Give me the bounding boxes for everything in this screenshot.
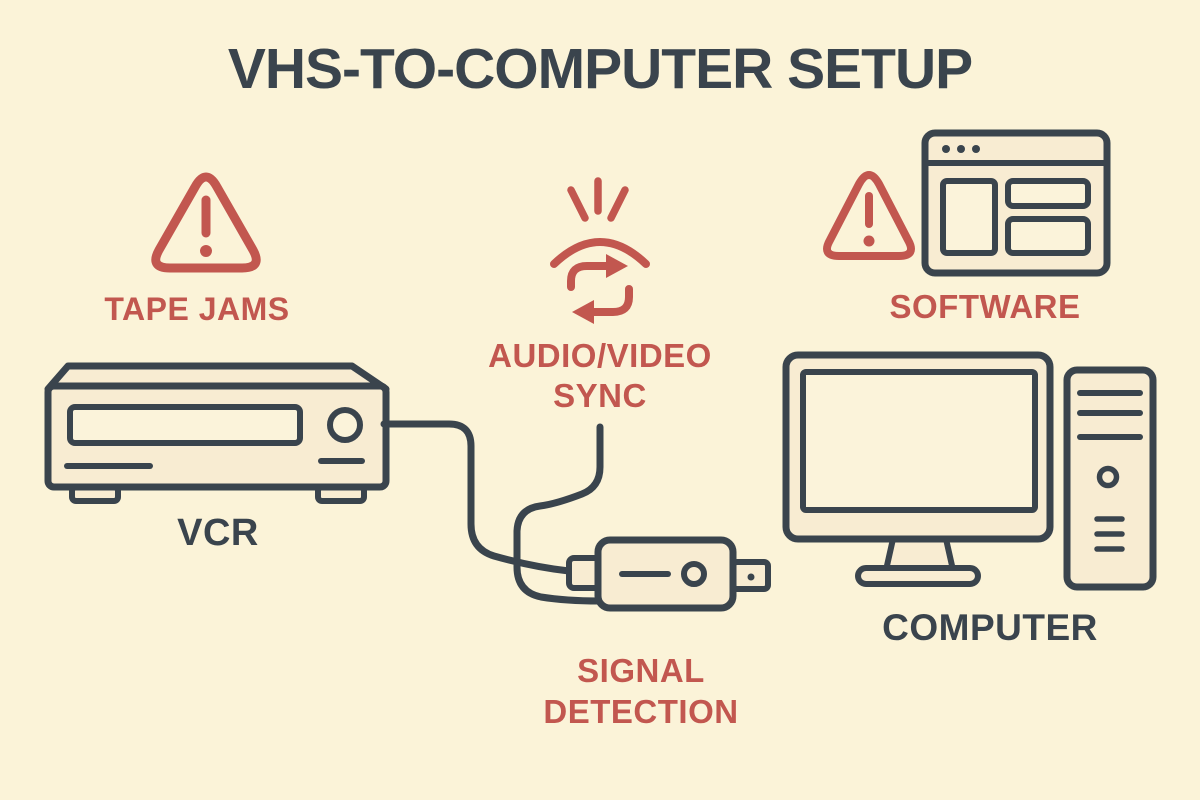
page-title: VHS-TO-COMPUTER SETUP [227, 37, 973, 101]
capture-device-illustration [566, 536, 771, 612]
computer-tower-illustration [1063, 366, 1157, 591]
computer-monitor-illustration [782, 351, 1054, 587]
warning-triangle-icon [823, 171, 915, 260]
cable-sync-to-capture [513, 423, 604, 605]
tape-jams-label: TAPE JAMS [104, 291, 290, 327]
browser-window-icon [921, 129, 1111, 277]
signal-detection-label: SIGNAL DETECTION [543, 652, 739, 730]
vcr-label: VCR [177, 512, 259, 554]
computer-label: COMPUTER [882, 607, 1098, 648]
software-label: SOFTWARE [889, 288, 1081, 325]
sync-arrows-icon [550, 177, 650, 324]
audio-video-sync-label: AUDIO/VIDEO SYNC [488, 337, 712, 414]
vcr-illustration [44, 362, 390, 504]
cable-vcr-to-capture [380, 420, 573, 575]
warning-triangle-icon [151, 172, 261, 273]
